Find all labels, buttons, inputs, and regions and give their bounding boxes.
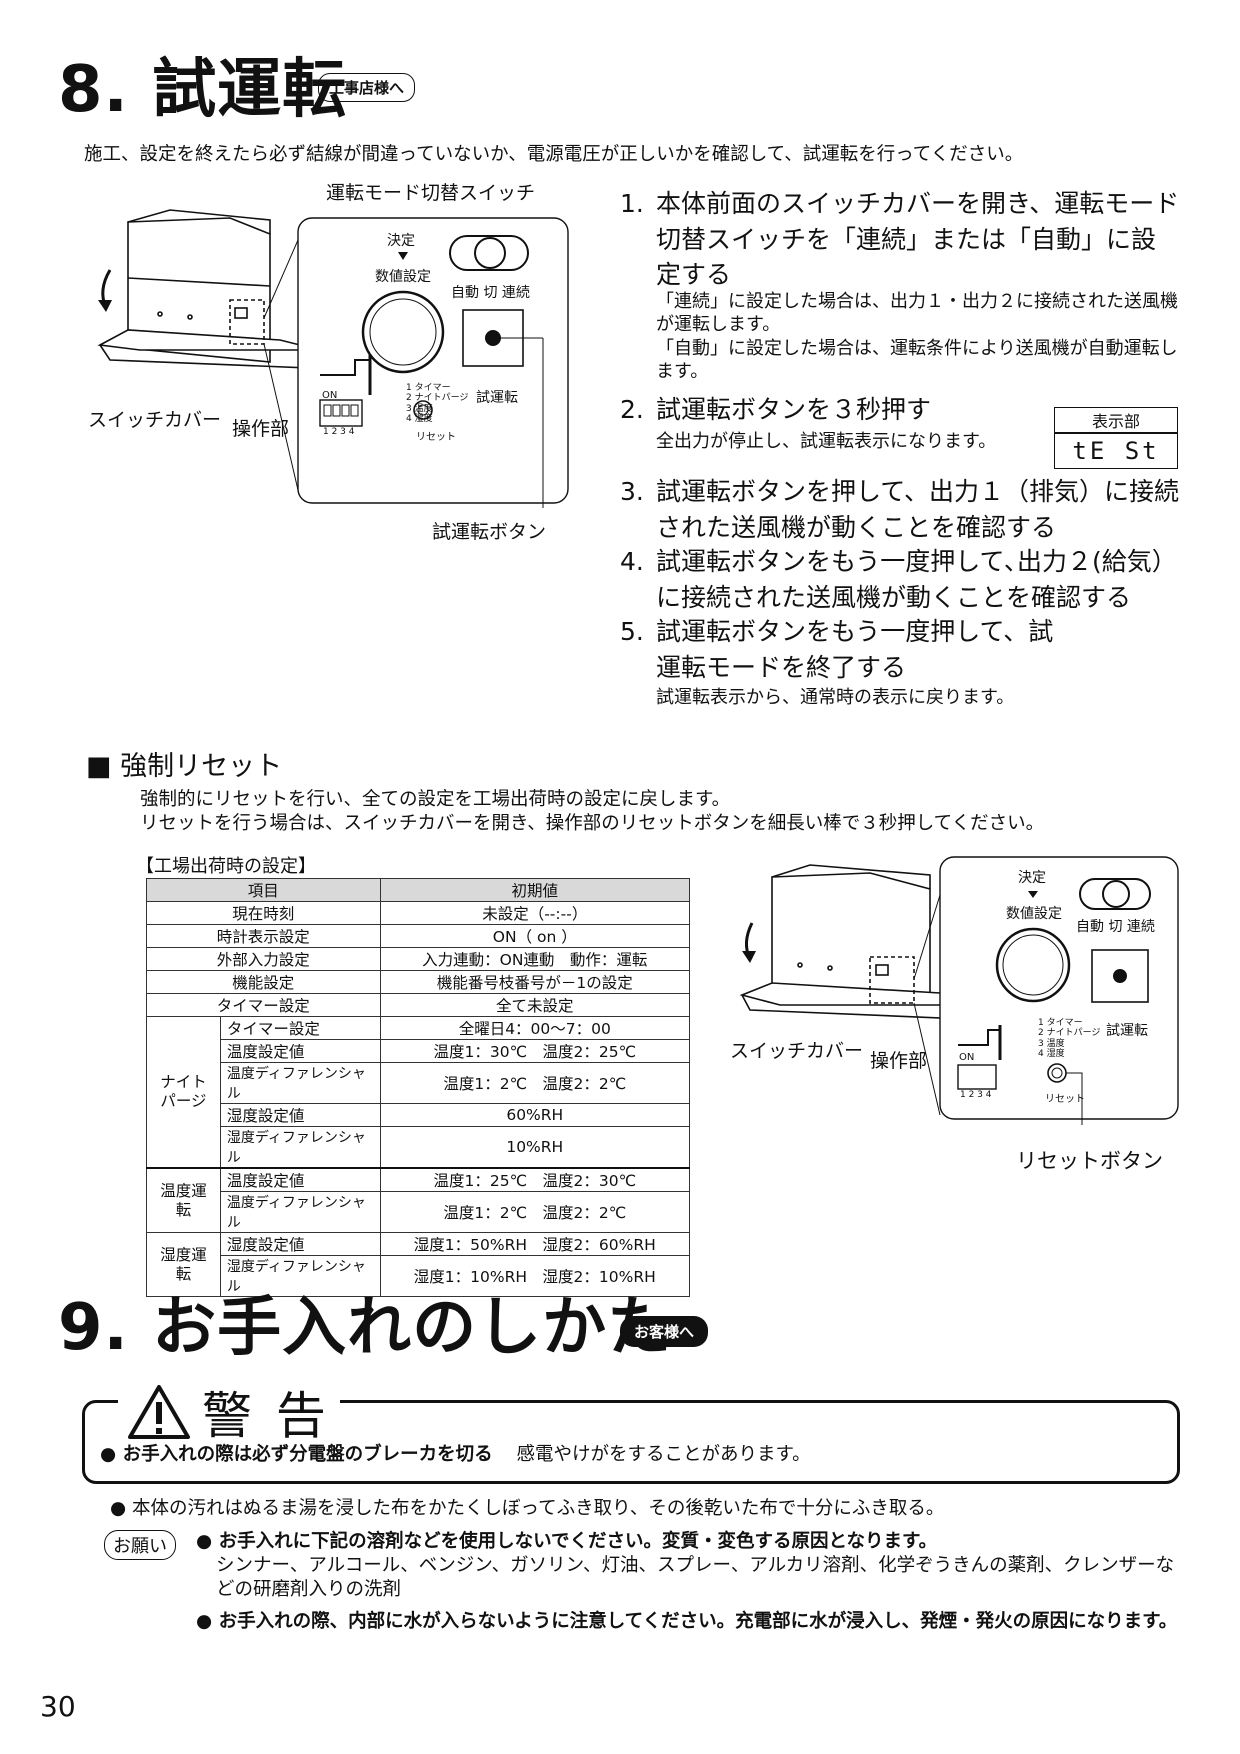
section9-title: 9. お手入れのしかた (58, 1291, 673, 1365)
reset-button-small[interactable] (413, 400, 433, 420)
table-title: 【工場出荷時の設定】 (136, 856, 316, 877)
table-row: 温度ディファレンシャル温度1：2℃ 温度2：2℃ (147, 1191, 691, 1233)
panel-dip-list: 1 タイマー 2 ナイトパージ 3 温度 4 湿度 (406, 383, 469, 425)
table-row: 温度設定値温度1：30℃ 温度2：25℃ (147, 1039, 691, 1063)
panel2-mode-positions: 自動 切 連続 (1076, 919, 1155, 935)
table-header: 初期値 (379, 878, 691, 902)
reset-button[interactable] (1047, 1063, 1067, 1083)
section8-intro: 施工、設定を終えたら必ず結線が間違っていないか、電源電圧が正しいかを確認して、試… (84, 144, 1024, 165)
label-operation: 操作部 (232, 418, 290, 440)
unit-body-2 (739, 864, 976, 1020)
warning-title: 警 告 (202, 1387, 330, 1445)
label-switch-cover-2: スイッチカバー (730, 1040, 864, 1062)
display-label: 表示部 (1054, 407, 1178, 433)
section8-badge: 工事店様へ (318, 73, 416, 102)
dip-switch-2[interactable] (957, 1064, 997, 1090)
label-mode-switch: 運転モード切替スイッチ (326, 182, 536, 204)
table-row: 湿度ディファレンシャル湿度1：10%RH 湿度2：10%RH (147, 1255, 691, 1297)
panel2-suchi: 数値設定 (1006, 906, 1062, 922)
table-row: 湿度運転 湿度設定値湿度1：50%RH 湿度2：60%RH (146, 1232, 691, 1297)
panel-suchi: 数値設定 (375, 269, 431, 285)
panel-dip-numbers: 1 2 3 4 (323, 427, 355, 437)
table-row: 機能設定機能番号枝番号が－1の設定 (146, 970, 691, 994)
table-header: 項目 (146, 878, 381, 902)
panel2-kettei: 決定 (1018, 870, 1046, 886)
panel-mode-positions: 自動 切 連続 (451, 285, 530, 301)
table-row: ナイトパージ タイマー設定全曜日4：00～7：00 (146, 1016, 691, 1169)
dial[interactable] (361, 290, 445, 374)
request-2: ● お手入れの際、内部に水が入らないように注意してください。充電部に水が浸入し、… (196, 1611, 1178, 1632)
page-number: 30 (40, 1690, 76, 1723)
label-operation-2: 操作部 (870, 1050, 928, 1072)
panel-test-label: 試運転 (476, 390, 518, 406)
warning-triangle-icon (128, 1385, 190, 1439)
step-2: 2.試運転ボタンを３秒押す (620, 395, 932, 424)
panel2-reset-label: リセット (1045, 1094, 1085, 1105)
group-night: ナイトパージ (146, 1016, 221, 1169)
step2-note: 全出力が停止し、試運転表示になります。 (656, 431, 997, 452)
step5-note: 試運転表示から、通常時の表示に戻ります。 (656, 687, 1015, 708)
table-row: タイマー設定全て未設定 (146, 993, 691, 1017)
unit-body (97, 209, 321, 369)
table-header-row: 項目 初期値 (146, 878, 691, 902)
label-switch-cover: スイッチカバー (88, 409, 222, 431)
unit-panel-diagram (97, 209, 569, 508)
group-temp: 温度運転 (146, 1167, 221, 1233)
display-lcd: tE St (1054, 433, 1178, 469)
panel-kettei: 決定 (387, 233, 415, 249)
onegai-badge: お願い (104, 1530, 176, 1560)
warning-header: 警 告 (118, 1376, 340, 1448)
warning-box (82, 1400, 1180, 1484)
panel2-test-label: 試運転 (1106, 1023, 1148, 1039)
section8-title: 8. 試運転 (58, 53, 348, 127)
reset-diagram (739, 856, 1179, 1125)
request-1: ● お手入れに下記の溶剤などを使用しないでください。変質・変色する原因となります… (196, 1531, 1175, 1601)
panel2-dip-numbers: 1 2 3 4 (960, 1090, 992, 1100)
table-row: 温度ディファレンシャル温度1：2℃ 温度2：2℃ (147, 1062, 691, 1104)
care-bullet-1: ● 本体の汚れはぬるま湯を浸した布をかたくしぼってふき取り、その後乾いた布で十分… (110, 1498, 945, 1519)
panel2-on: ON (959, 1052, 975, 1063)
warning-text: ● お手入れの際は必ず分電盤のブレーカを切る 感電やけがをすることがあります。 (100, 1444, 811, 1465)
table-row: 現在時刻未設定（--:--） (146, 901, 691, 925)
group-hum: 湿度運転 (146, 1232, 221, 1297)
table-row: 温度運転 温度設定値温度1：25℃ 温度2：30℃ (146, 1167, 691, 1233)
step-4: 4.試運転ボタンをもう一度押して､出力２(給気）に接続された送風機が動くことを確… (620, 547, 1177, 612)
label-reset-button: リセットボタン (1016, 1149, 1163, 1173)
reset-heading: ■ 強制リセット (86, 751, 283, 782)
dip-switch[interactable] (319, 399, 363, 427)
section9-badge: お客様へ (620, 1316, 709, 1347)
label-test-button: 試運転ボタン (432, 521, 547, 543)
panel-reset-label: リセット (416, 432, 456, 443)
panel-on: ON (322, 390, 338, 401)
step-3: 3.試運転ボタンを押して、出力１（排気）に接続された送風機が動くことを確認する (620, 477, 1180, 542)
panel2-dip-list: 1 タイマー 2 ナイトパージ 3 温度 4 湿度 (1038, 1018, 1101, 1060)
dial-2[interactable] (995, 927, 1071, 1003)
step-5: 5.試運転ボタンをもう一度押して、試運転モードを終了する (620, 617, 1054, 682)
step1-notes: 「連続」に設定した場合は、出力１・出力２に接続された送風機が運転します。 「自動… (656, 291, 1178, 383)
table-row: 外部入力設定入力連動：ON連動 動作：運転 (146, 947, 691, 971)
step-1: 1.本体前面のスイッチカバーを開き、運転モード切替スイッチを「連続」または「自動… (620, 189, 1180, 289)
reset-text: 強制的にリセットを行い、全ての設定を工場出荷時の設定に戻します。 リセットを行う… (140, 789, 1045, 835)
